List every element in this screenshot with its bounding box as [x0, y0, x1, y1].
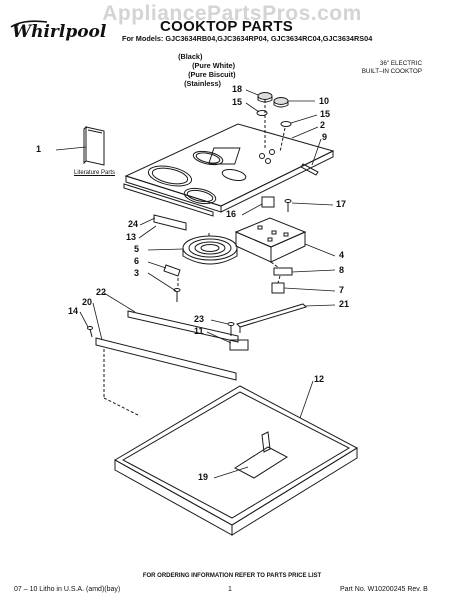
finish-stainless: (Stainless) — [184, 79, 221, 88]
page-number: 1 — [228, 586, 232, 593]
callout-21: 21 — [339, 299, 350, 309]
clip-6 — [163, 264, 181, 277]
callout-24: 24 — [128, 219, 139, 229]
knob-10 — [273, 97, 289, 108]
long-bracket-22 — [127, 310, 239, 343]
box-bracket-post — [261, 431, 271, 453]
bracket-13 — [153, 214, 187, 231]
watermark: AppliancePartsPros.com — [102, 2, 362, 25]
callout-8: 8 — [339, 265, 345, 275]
callout-11: 11 — [194, 326, 204, 336]
callout-3: 3 — [134, 268, 140, 278]
switch-16 — [261, 196, 275, 208]
product-line-2: BUILT–IN COOKTOP — [361, 68, 422, 75]
bracket-8 — [273, 267, 293, 276]
terminal-block — [271, 282, 285, 294]
callout-23: 23 — [194, 314, 205, 324]
literature-parts-label: Literature Parts — [74, 170, 116, 176]
callout-10: 10 — [319, 96, 330, 106]
callout-15-left: 15 — [232, 97, 243, 107]
product-line-1: 36" ELECTRIC — [379, 60, 422, 67]
indicator-strip — [300, 163, 319, 176]
callout-17: 17 — [336, 199, 347, 209]
models-line: For Models: GJC3634RB04,GJC3634RP04, GJC… — [122, 34, 373, 43]
callout-15-right: 15 — [320, 109, 331, 119]
screw-17 — [284, 199, 292, 212]
literature-booklet — [83, 125, 105, 166]
callout-1: 1 — [36, 144, 42, 154]
mounting-bracket-20 — [95, 337, 237, 381]
finish-pure-white: (Pure White) — [192, 61, 236, 70]
callout-18: 18 — [232, 84, 243, 94]
ordering-note: FOR ORDERING INFORMATION REFER TO PARTS … — [142, 573, 322, 579]
callout-13: 13 — [126, 232, 137, 242]
washer-15-right — [280, 121, 292, 127]
control-box — [234, 217, 307, 263]
callout-14: 14 — [68, 306, 79, 316]
side-rail-21 — [236, 303, 307, 328]
radiant-element — [182, 235, 238, 265]
burner-box — [113, 385, 359, 536]
callout-16: 16 — [226, 209, 237, 219]
clamp-11 — [229, 339, 249, 351]
callout-9: 9 — [322, 132, 328, 142]
finish-pure-biscuit: (Pure Biscuit) — [188, 70, 236, 79]
callout-19: 19 — [198, 472, 209, 482]
leader-lines — [55, 89, 336, 479]
finish-black: (Black) — [178, 52, 203, 61]
callout-22: 22 — [96, 287, 107, 297]
callout-5: 5 — [134, 244, 140, 254]
screw-14 — [87, 326, 93, 338]
litho-info: 07 – 10 Litho in U.S.A. (amd)(bay) — [14, 586, 121, 593]
washer-15-left — [256, 110, 268, 116]
callout-4: 4 — [339, 250, 345, 260]
finishes-line: (Black) (Pure White) (Pure Biscuit) (Sta… — [174, 43, 236, 88]
box-bracket-19 — [234, 446, 288, 479]
callout-20: 20 — [82, 297, 93, 307]
page-title: COOKTOP PARTS — [160, 18, 294, 35]
callout-2: 2 — [320, 120, 326, 130]
callout-6: 6 — [134, 256, 140, 266]
callout-7: 7 — [339, 285, 345, 295]
product-type: 36" ELECTRIC BUILT–IN COOKTOP — [352, 60, 422, 76]
brand-swoosh-icon — [10, 20, 48, 28]
callout-12: 12 — [314, 374, 325, 384]
brand-logo: Whirlpool — [12, 22, 107, 42]
front-trim-strip — [123, 183, 214, 217]
guide-lines — [103, 233, 281, 417]
part-number: Part No. W10200245 Rev. B — [340, 586, 428, 593]
